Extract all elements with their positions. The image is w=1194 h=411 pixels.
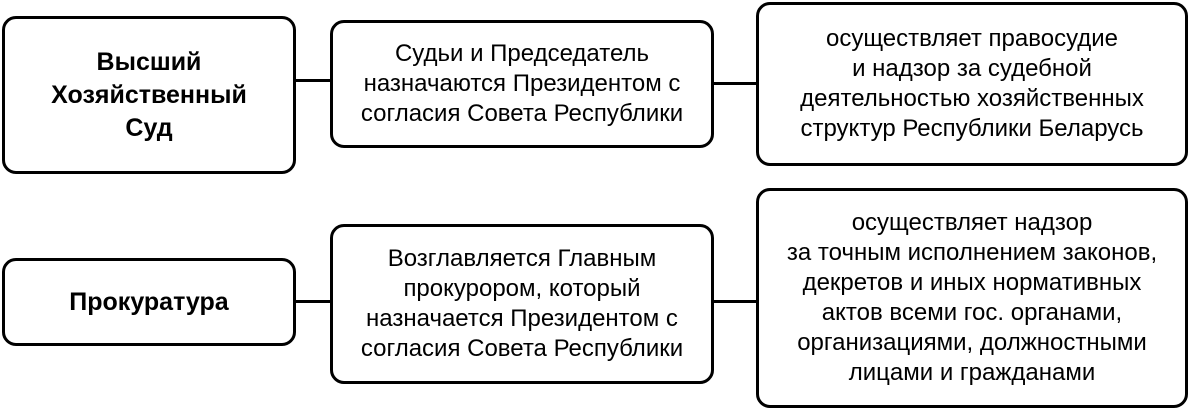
- row2-right-text: осуществляет надзор за точным исполнение…: [786, 209, 1158, 386]
- row1-connector-left: [296, 79, 330, 82]
- row1-title: Высший Хозяйственный Суд: [51, 47, 247, 142]
- row1-middle-box: Судьи и Председатель назначаются Президе…: [330, 20, 714, 148]
- row1-right-box: осуществляет правосудие и надзор за суде…: [756, 2, 1188, 166]
- row2-middle-box: Возглавляется Главным прокурором, которы…: [330, 224, 714, 384]
- row1-right-text: осуществляет правосудие и надзор за суде…: [800, 25, 1144, 142]
- row2-connector-left: [296, 300, 330, 303]
- row2-connector-right: [714, 300, 758, 303]
- row1-title-box: Высший Хозяйственный Суд: [2, 16, 296, 174]
- row1-middle-text: Судьи и Председатель назначаются Президе…: [360, 40, 684, 127]
- row2-title: Прокуратура: [69, 287, 229, 316]
- row2-title-box: Прокуратура: [2, 258, 296, 346]
- row2-middle-text: Возглавляется Главным прокурором, которы…: [360, 245, 684, 362]
- row1-connector-right: [714, 82, 758, 85]
- row2-right-box: осуществляет надзор за точным исполнение…: [756, 188, 1188, 408]
